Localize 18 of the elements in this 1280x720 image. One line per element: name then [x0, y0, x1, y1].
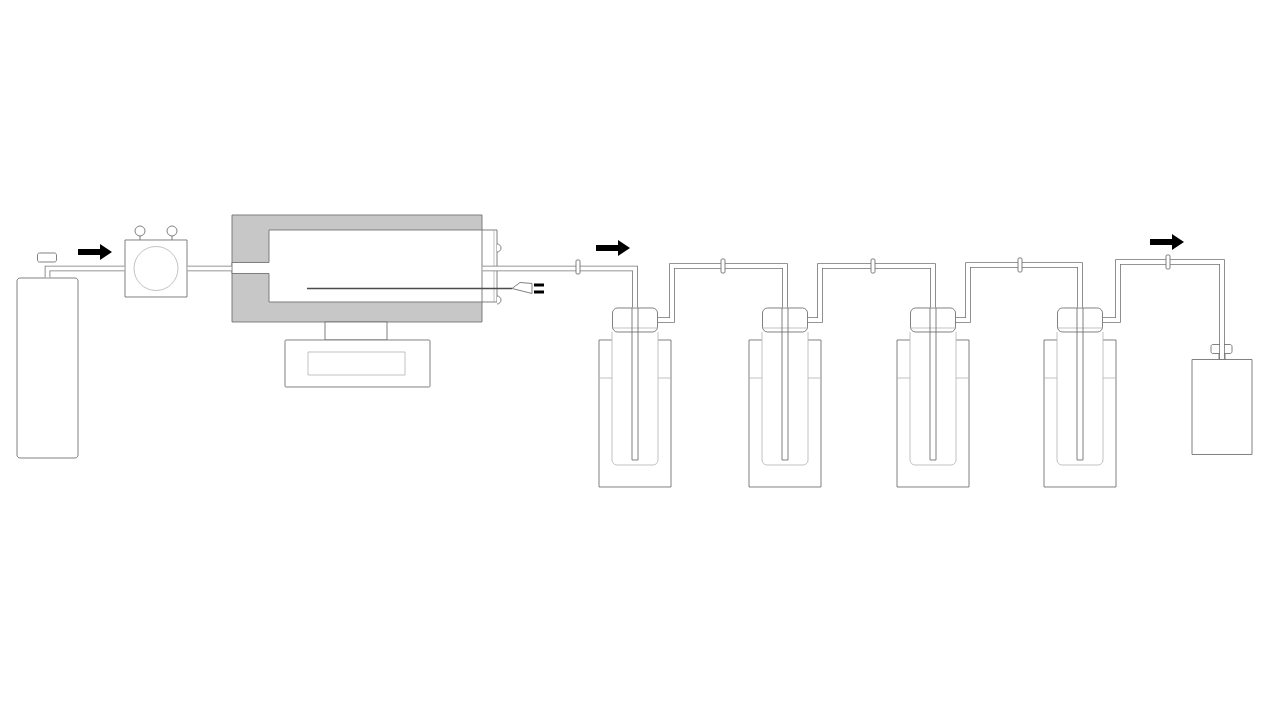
gas-washing-bottle-drawing [748, 307, 822, 488]
gas-washing-bottle-drawing [1043, 307, 1117, 488]
gas-tube [187, 265, 232, 272]
gas-tube [44, 265, 125, 278]
collection-bottle-drawing [1191, 344, 1253, 455]
gas-tube [657, 263, 788, 323]
pressure-regulator-drawing [124, 225, 188, 298]
gas-tube [955, 262, 1083, 323]
gas-cylinder-drawing [16, 252, 79, 459]
gas-tube [1102, 259, 1225, 360]
flow-direction-arrow [78, 244, 112, 260]
gas-washing-bottle-drawing [598, 307, 672, 488]
flow-direction-arrow [596, 240, 630, 256]
gas-tube [807, 263, 936, 323]
tube-furnace-drawing [231, 214, 544, 388]
flow-direction-arrow [1150, 234, 1184, 250]
gas-tube [482, 265, 638, 308]
gas-washing-bottle-drawing [896, 307, 970, 488]
